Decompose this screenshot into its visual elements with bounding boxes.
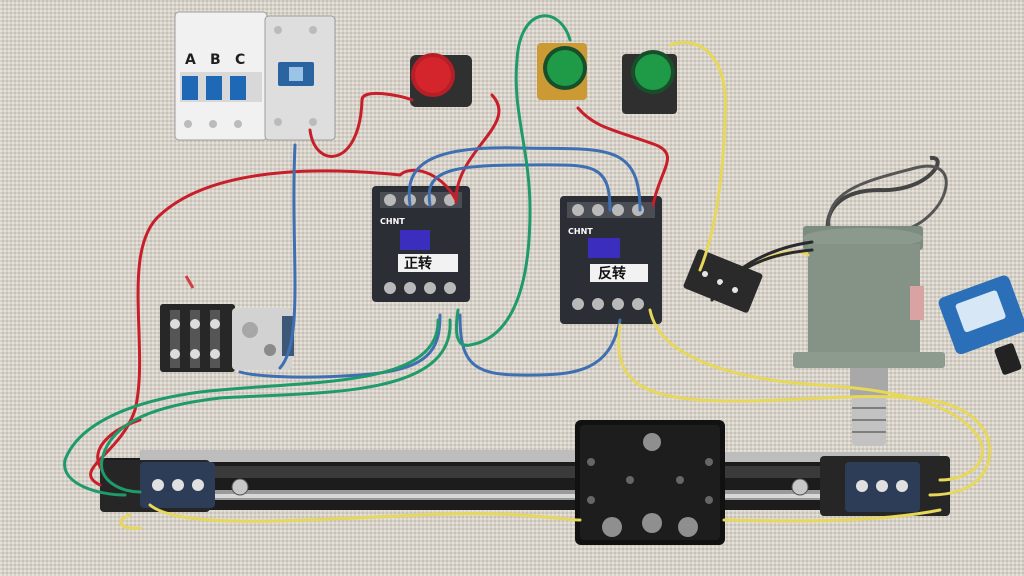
- motor: [793, 155, 948, 446]
- breaker-phase-a-label: A: [185, 52, 196, 68]
- contactor-reverse: CHNT 反转: [560, 196, 662, 324]
- start-reverse-button: [622, 50, 677, 114]
- travel-switch-sensor: [938, 275, 1024, 375]
- right-limit-switch: [845, 462, 920, 512]
- contactor-reverse-label: 反转: [598, 265, 626, 282]
- wires: [63, 14, 992, 530]
- breaker-phase-b-label: B: [210, 52, 221, 68]
- terminal-block-relay: [160, 304, 294, 372]
- contactor-forward-brand: CHNT: [380, 217, 405, 226]
- start-forward-button: [537, 43, 587, 100]
- breaker-phase-c-label: C: [235, 52, 245, 68]
- left-limit-switch: [140, 462, 215, 508]
- leakage-breaker: [264, 15, 336, 141]
- capacitor-module: [683, 249, 763, 313]
- three-phase-breaker: A B C: [174, 11, 268, 141]
- linear-slide-rail: [100, 450, 950, 516]
- contactor-forward: CHNT 正转: [372, 186, 470, 302]
- contactor-forward-label: 正转: [404, 255, 432, 272]
- contactor-reverse-brand: CHNT: [568, 227, 593, 236]
- slide-carriage: [575, 420, 725, 545]
- red-pin: [184, 275, 195, 289]
- stop-button: [410, 53, 472, 107]
